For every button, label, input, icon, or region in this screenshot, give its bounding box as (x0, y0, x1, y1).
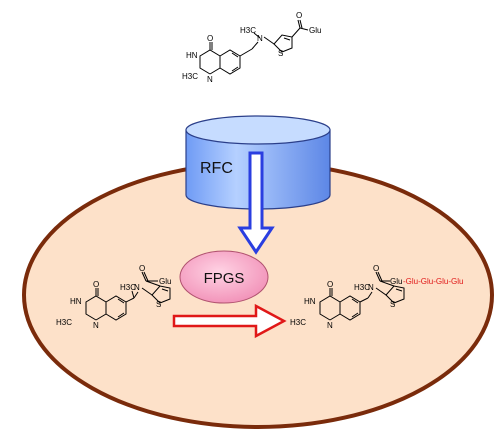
mol3-methyl: H3C (290, 318, 306, 327)
mol1-ring-n: N (207, 75, 213, 84)
mol2-ring-n: N (93, 321, 99, 330)
rfc-label: RFC (200, 160, 233, 177)
mol3-poly-glu: -Glu-Glu-Glu-Glu (403, 277, 463, 286)
mol2-glu: Glu (159, 277, 171, 286)
mol2-n-methyl: H3C (120, 283, 136, 292)
rfc-transporter-top (185, 115, 331, 145)
mol3-amine-n: N (368, 283, 374, 292)
mol1-glu: Glu (309, 26, 321, 35)
mol1-nh: HN (186, 51, 198, 60)
fpgs-enzyme: FPGS (179, 250, 269, 304)
molecule-extracellular: O Glu S N H3C O HN N H3C (182, 11, 321, 84)
mol1-quinaz-o: O (207, 34, 213, 43)
mol1-amine-n: N (257, 34, 263, 43)
import-arrow (237, 151, 275, 255)
mol2-o-top: O (139, 264, 145, 273)
mol1-methyl: H3C (182, 72, 198, 81)
polyglutamation-arrow (172, 303, 287, 339)
mol2-methyl: H3C (56, 318, 72, 327)
mol2-amine-n: N (134, 283, 140, 292)
mol1-o-top: O (296, 11, 302, 20)
mol2-quinaz-o: O (93, 280, 99, 289)
mol1-n-methyl: H3C (240, 26, 256, 35)
mol3-glu: Glu (390, 277, 402, 286)
mol3-n-methyl: H3C (354, 283, 370, 292)
mol3-o-top: O (373, 264, 379, 273)
mol3-nh: HN (304, 297, 316, 306)
molecule-polyglutamate: O Glu -Glu-Glu-Glu-Glu S N H3C O HN N H3… (290, 264, 463, 330)
mol3-ring-n: N (327, 321, 333, 330)
mol2-s: S (156, 300, 161, 309)
fpgs-label: FPGS (204, 270, 245, 287)
mol3-quinaz-o: O (327, 280, 333, 289)
molecule-intracellular: O Glu S N H3C O HN N H3C (56, 264, 171, 330)
mol1-s: S (278, 49, 283, 58)
mol2-nh: HN (70, 297, 82, 306)
mol3-s: S (390, 300, 395, 309)
